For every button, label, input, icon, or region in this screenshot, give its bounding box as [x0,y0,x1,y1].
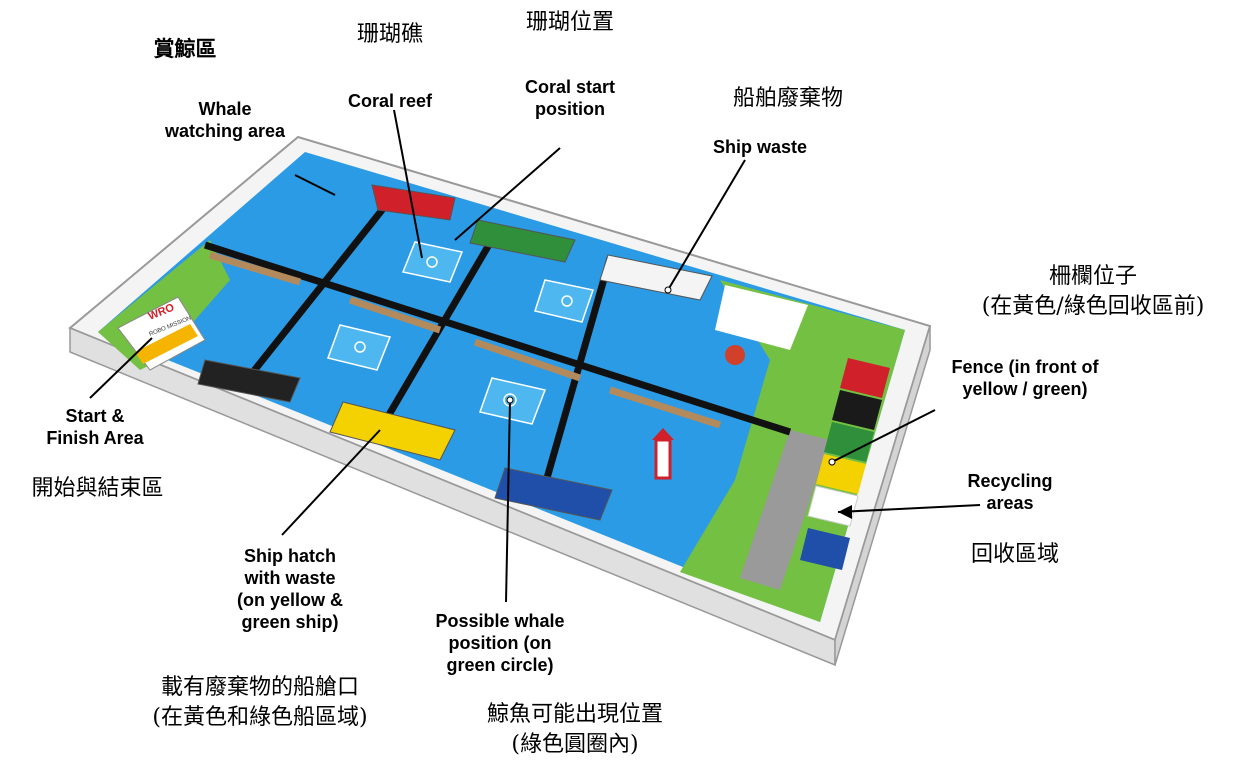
recycle-green [824,422,874,462]
dot-fence [828,458,836,466]
grid-line-v3 [541,257,614,486]
recycle-yellow [816,454,866,494]
pointer-fence [831,409,936,463]
label-ship-waste-en: Ship waste [712,137,808,157]
white-zone-top [715,285,808,350]
label-fence-zh: 柵欄位子 (在黃色/綠色回收區前) [981,264,1205,319]
grid-line-v1 [242,197,393,385]
octopus [725,345,745,365]
label-coral-reef-zh: 珊瑚礁 [356,22,423,47]
dot-whale-pos [506,396,514,404]
label-hatch-zh: 載有廢棄物的船艙口 (在黃色和綠色船區域) [152,675,368,730]
pointer-ship-waste [667,159,746,291]
green-ship [469,219,576,263]
label-coral-pos-zh: 珊瑚位置 [525,10,614,35]
pointer-whale-pos [505,399,511,603]
pointer-start [89,337,153,399]
dock-strip [740,430,830,590]
label-whale-pos-zh: 鯨魚可能出現位置 (綠色圓圈內) [486,702,663,757]
white-ship [599,254,713,301]
grid-line-h1 [203,241,792,436]
board-frame-side-right [834,325,931,666]
whale-circle-2 [561,295,573,307]
whale-circle-3 [354,341,366,353]
pointer-dots [506,286,836,466]
rock-wall-2 [348,296,442,334]
square-3 [327,324,392,371]
recycle-blue [800,528,850,570]
label-whale-en: Whale watching area [164,99,286,141]
recycle-white [807,485,859,527]
pointer-hatch [281,429,381,536]
rock-wall-3 [473,338,582,382]
yellow-ship [329,401,456,461]
rock-wall-1 [208,251,302,286]
label-whale-pos-en: Possible whale position (on green circle… [435,611,565,675]
label-hatch-en: Ship hatch with waste (on yellow & green… [236,546,343,632]
label-coral-reef-en: Coral reef [347,91,433,111]
label-whale-zh: 賞鯨區 [153,37,217,61]
red-ship [371,184,456,221]
label-start-zh: 開始與結束區 [31,476,164,501]
coral-circle [426,256,438,268]
blue-ship [494,467,613,521]
rock-wall-4 [608,386,722,429]
pointer-coral-reef [393,109,423,259]
lighthouse-top [652,428,674,440]
label-coral-pos-en: Coral start position [524,77,616,119]
pointer-coral-pos [454,147,561,241]
square-2 [534,279,594,323]
recycle-red [840,358,890,398]
label-fence-en: Fence (in front of yellow / green) [951,357,1099,399]
lighthouse [654,438,672,480]
label-start-en: Start & Finish Area [46,406,144,448]
pointer-whale [294,174,336,196]
label-ship-waste-zh: 船舶廢棄物 [732,86,843,111]
arrow-recycle-head [838,505,852,519]
recycle-black [832,390,882,430]
pointer-recycle [837,504,981,513]
pointer-lines [89,109,981,603]
coral-square [401,241,464,283]
black-ship [197,359,301,403]
dot-ship-waste [664,286,672,294]
start-card-band [135,324,198,364]
label-recycle-en: Recycling areas [967,471,1053,513]
label-recycle-zh: 回收區域 [970,542,1059,567]
